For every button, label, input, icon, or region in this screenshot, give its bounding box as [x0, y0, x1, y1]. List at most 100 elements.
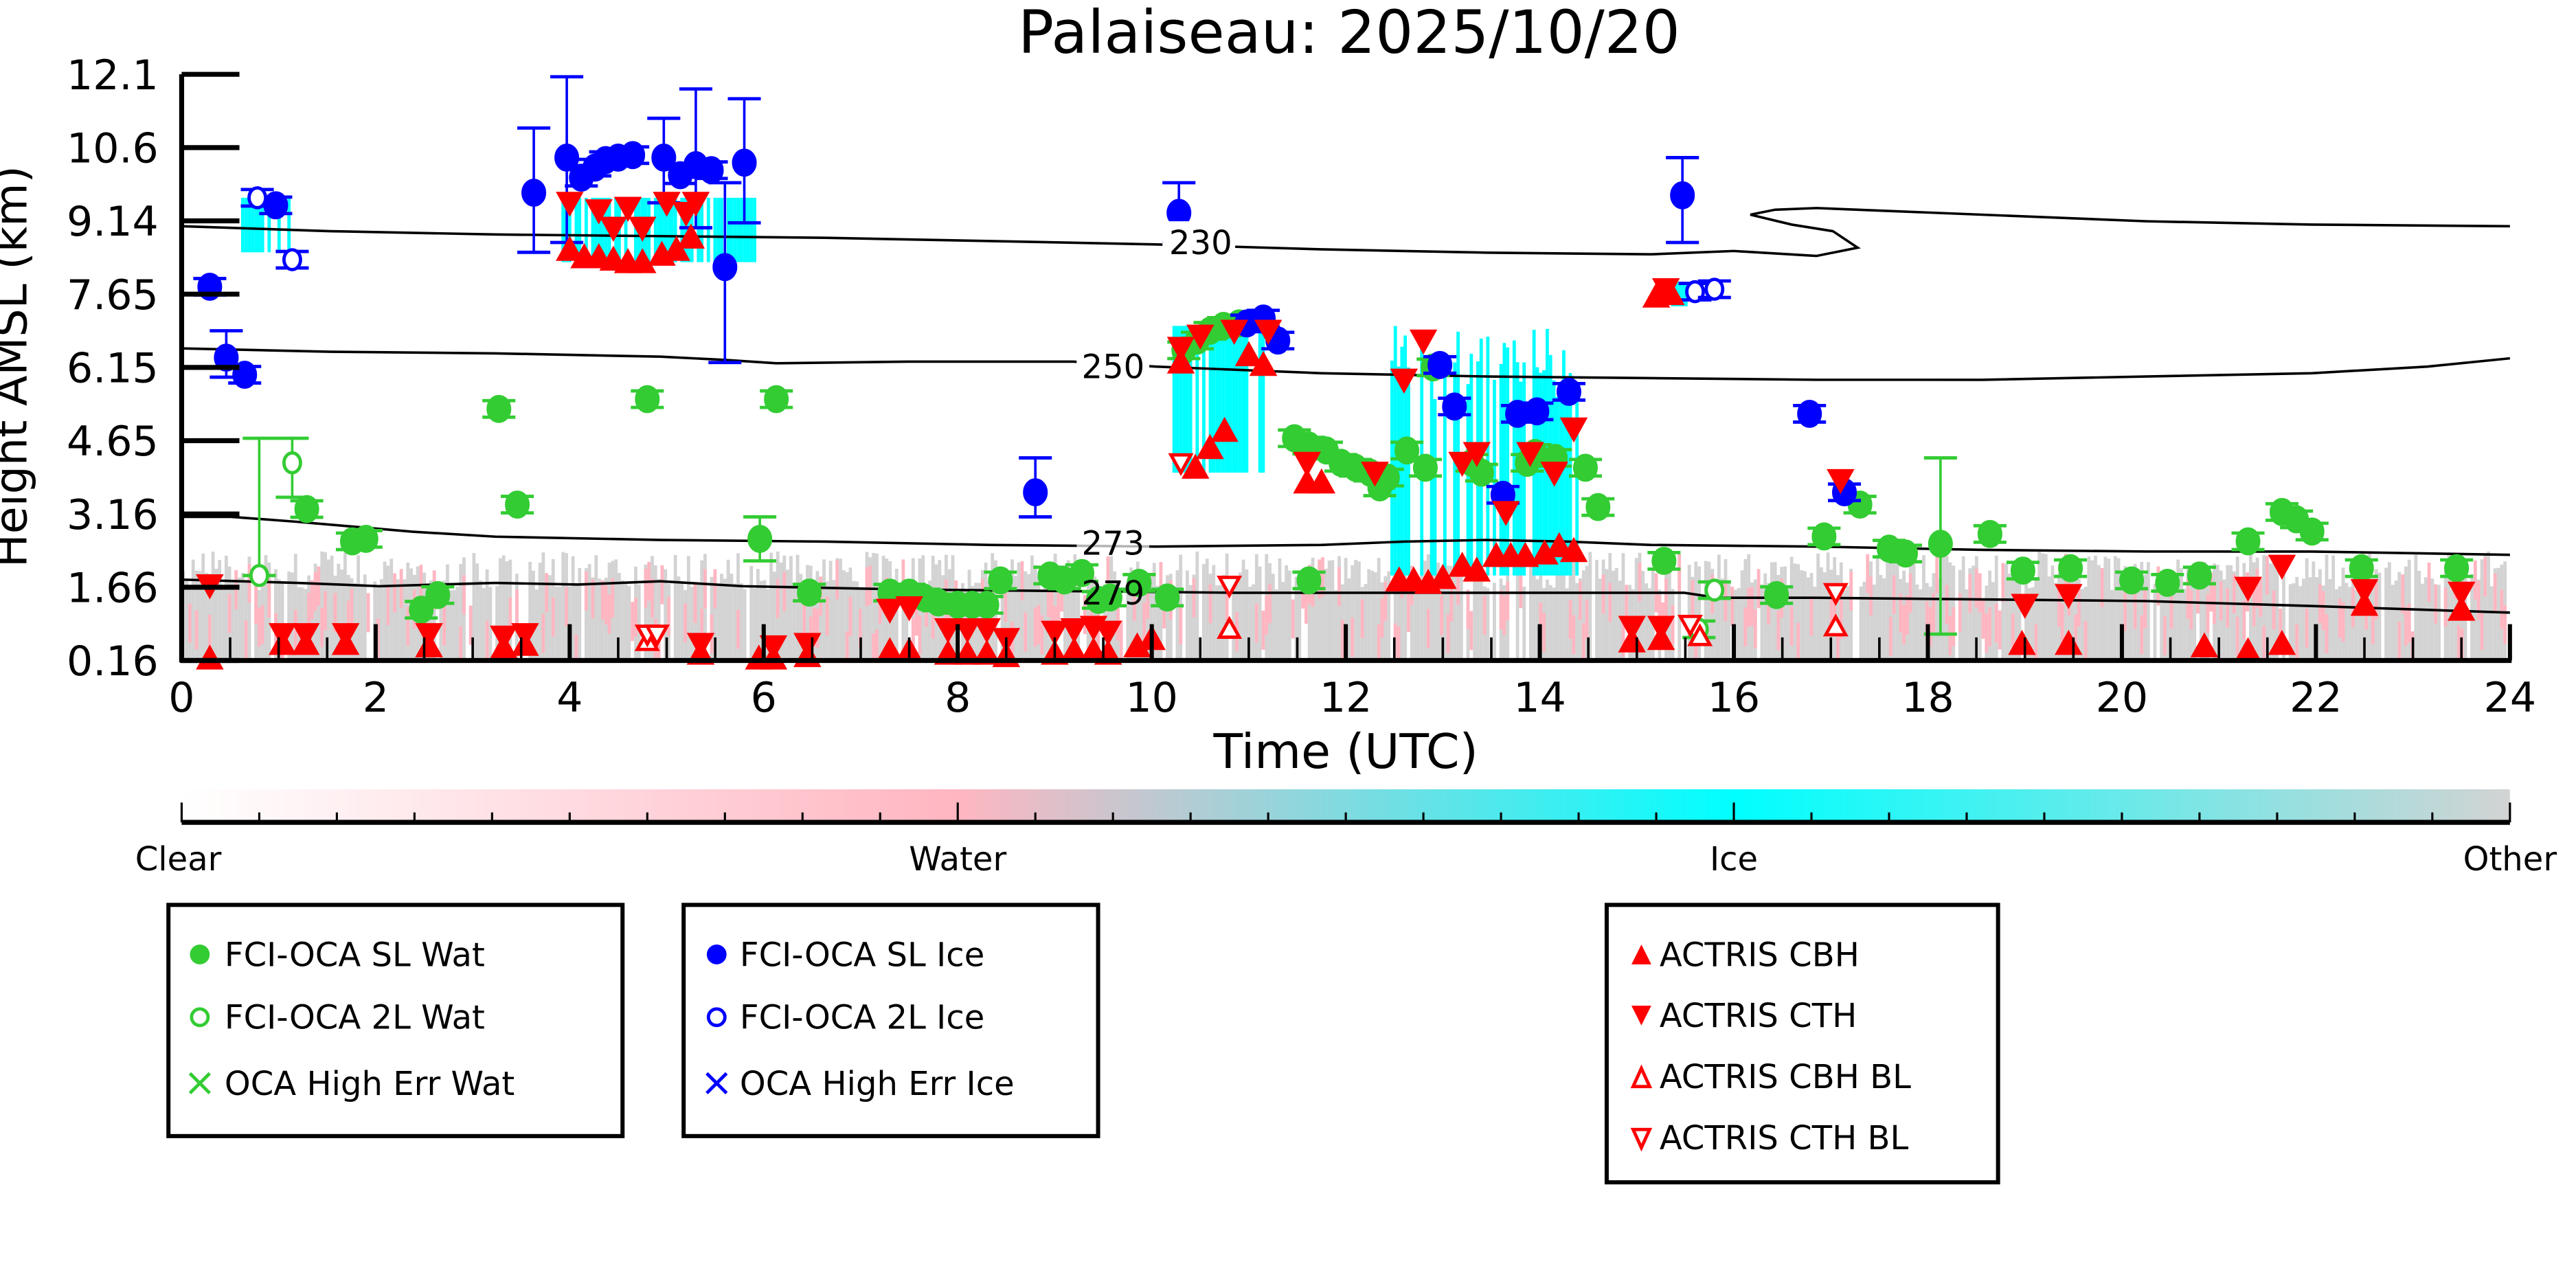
curtain-other-column [2239, 578, 2243, 661]
curtain-other-column [1813, 587, 1817, 661]
curtain-other-column [1975, 556, 1978, 661]
curtain-other-column [567, 586, 572, 661]
fci-oca-sl-wat-point [2235, 527, 2261, 556]
curtain-other-column [528, 561, 532, 661]
data-markers [193, 75, 2476, 670]
curtain-water-column [601, 580, 605, 620]
contour-label-273: 273 [1082, 525, 1145, 563]
curtain-water-column [2252, 587, 2256, 626]
curtain-other-column [545, 575, 549, 661]
curtain-other-column [383, 561, 387, 661]
curtain-other-column [1720, 578, 1724, 661]
curtain-water-column [845, 631, 849, 661]
curtain-other-column [832, 580, 836, 661]
curtain-other-column [1219, 585, 1222, 661]
curtain-water-column [2325, 613, 2329, 653]
curtain-other-column [1106, 579, 1110, 661]
curtain-other-column [720, 574, 723, 661]
curtain-other-column [1965, 589, 1969, 661]
actris-cth-point [1094, 620, 1122, 646]
curtain-other-column [1737, 588, 1741, 661]
curtain-other-column [218, 560, 222, 661]
curtain-water-column [1449, 582, 1454, 622]
curtain-other-column [1004, 585, 1008, 661]
curtain-water-column [2163, 616, 2167, 655]
curtain-other-column [2229, 565, 2233, 661]
curtain-water-column [865, 567, 869, 607]
curtain-other-column [1238, 572, 1242, 661]
colorbar-label-other: Other [2463, 840, 2557, 879]
curtain-other-column [2222, 579, 2226, 661]
curtain-other-column [1935, 574, 1939, 661]
curtain-water-column [703, 569, 707, 609]
legend-item: FCI-OCA 2L Ice [740, 999, 984, 1037]
curtain-other-column [730, 574, 734, 661]
actris-cth-point [1361, 462, 1389, 487]
curtain-other-column [739, 583, 743, 661]
curtain-other-column [1285, 565, 1288, 661]
fci-oca-2l-wat-point [282, 451, 302, 475]
curtain-water-column [1179, 605, 1183, 645]
curtain-other-column [1416, 580, 1421, 661]
fci-oca-sl-ice-point [521, 179, 547, 207]
curtain-other-column [1912, 556, 1916, 661]
curtain-other-column [287, 571, 291, 661]
legend-filled-circle-green-icon [190, 945, 210, 964]
curtain-water-column [825, 596, 829, 636]
actris-cth-point [681, 192, 710, 217]
curtain-other-column [2447, 552, 2451, 661]
curtain-ice-column [1219, 326, 1222, 473]
curtain-other-column [1311, 557, 1315, 661]
curtain-water-column [631, 602, 635, 642]
curtain-water-column [2143, 589, 2147, 629]
curtain-water-column [634, 598, 637, 637]
curtain-other-column [1047, 579, 1050, 661]
curtain-water-column [207, 614, 212, 654]
curtain-other-column [1007, 569, 1011, 661]
curtain-other-column [238, 577, 241, 661]
fci-oca-sl-wat-point [2299, 517, 2325, 546]
curtain-ice-column [1245, 326, 1249, 473]
curtain-other-column [1030, 555, 1034, 661]
curtain-water-column [1579, 580, 1582, 620]
curtain-other-column [1770, 562, 1774, 661]
curtain-ice-column [578, 197, 582, 262]
curtain-ice-column [1565, 398, 1569, 576]
curtain-water-column [1849, 572, 1853, 611]
curtain-water-column [515, 589, 519, 629]
curtain-ice-column [706, 197, 710, 262]
curtain-water-column [875, 629, 879, 661]
curtain-other-column [594, 555, 598, 661]
curtain-other-column [1374, 572, 1377, 661]
curtain-other-column [2335, 589, 2338, 661]
curtain-water-column [2057, 587, 2061, 627]
curtain-water-column [736, 609, 740, 649]
fci-oca-sl-wat-point [974, 591, 999, 619]
curtain-other-column [459, 563, 463, 661]
curtain-other-column [2014, 578, 2018, 661]
fci-oca-sl-ice-point [1023, 478, 1048, 507]
fci-oca-sl-wat-point [2349, 554, 2374, 583]
curtain-water-column [1254, 603, 1258, 643]
curtain-other-column [191, 559, 195, 661]
fci-oca-sl-wat-point [425, 580, 451, 609]
curtain-ice-column [1195, 326, 1199, 473]
curtain-water-column [1899, 593, 1903, 633]
curtain-ice-column [1519, 381, 1523, 576]
curtain-other-column [2235, 556, 2239, 661]
curtain-water-column [2480, 611, 2484, 650]
curtain-ice-column [1433, 399, 1437, 576]
curtain-other-column [2473, 582, 2477, 661]
curtain-other-column [2427, 574, 2431, 661]
curtain-other-column [1334, 590, 1338, 661]
actris-cth-point [1220, 319, 1248, 345]
curtain-other-column [2298, 586, 2302, 661]
curtain-water-column [1753, 609, 1757, 648]
fci-oca-sl-ice-point [712, 253, 738, 282]
curtain-water-column [2100, 568, 2104, 607]
curtain-ice-column [260, 197, 264, 253]
curtain-other-column [1175, 570, 1179, 661]
curtain-water-column [1730, 587, 1735, 626]
curtain-other-column [479, 580, 482, 661]
actris-cbh-point [2268, 629, 2296, 655]
